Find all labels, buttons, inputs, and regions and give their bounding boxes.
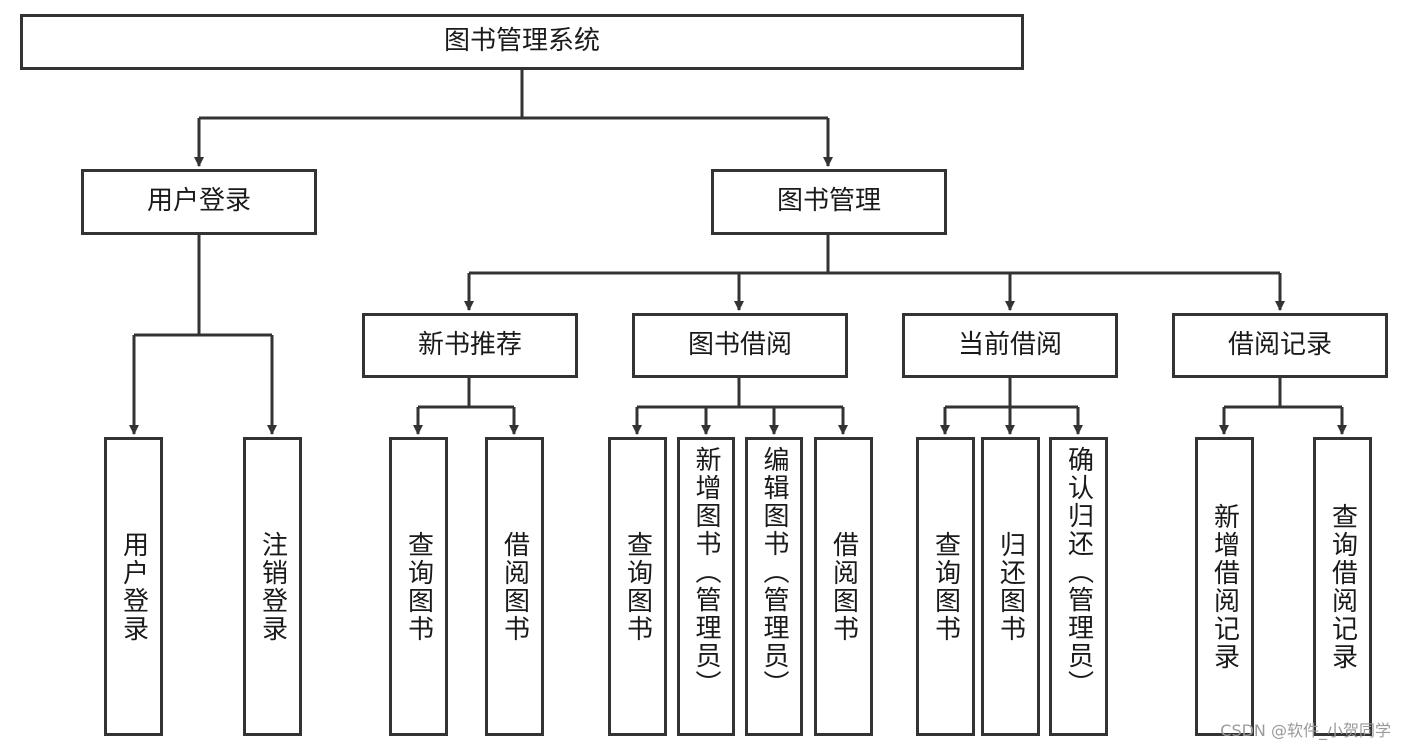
leaf-bb-query-book: 查询图书 xyxy=(608,437,667,736)
leaf-cb-query-book: 查询图书 xyxy=(916,437,975,736)
leaf-cb-return-book-label: 归还图书 xyxy=(995,530,1026,643)
node-book-borrow: 图书借阅 xyxy=(632,313,848,378)
leaf-cb-query-book-label: 查询图书 xyxy=(930,530,961,643)
leaf-user-login-label: 用户登录 xyxy=(118,530,149,643)
node-borrow-record-label: 借阅记录 xyxy=(1227,329,1332,360)
leaf-cb-confirm-return-label: 确认归还（管理员） xyxy=(1063,446,1094,698)
connector-book-borrow xyxy=(637,377,843,409)
connector-current-borrow xyxy=(945,377,1078,409)
leaf-nr-query-book-label: 查询图书 xyxy=(403,530,434,643)
node-current-borrow: 当前借阅 xyxy=(902,313,1118,378)
leaf-bb-query-book-label: 查询图书 xyxy=(622,530,653,643)
root-label: 图书管理系统 xyxy=(443,26,600,57)
leaf-logout-label: 注销登录 xyxy=(257,530,288,643)
node-book-management-label: 图书管理 xyxy=(776,186,881,217)
node-book-borrow-label: 图书借阅 xyxy=(687,329,792,360)
node-new-book-recommend-label: 新书推荐 xyxy=(417,329,522,360)
root-node: 图书管理系统 xyxy=(20,14,1024,70)
leaf-bb-edit-book: 编辑图书（管理员） xyxy=(745,437,803,736)
leaf-nr-borrow-book: 借阅图书 xyxy=(485,437,544,736)
node-user-login-label: 用户登录 xyxy=(146,186,251,217)
leaf-bb-add-book: 新增图书（管理员） xyxy=(677,437,735,736)
connector-root-trunk xyxy=(199,69,828,120)
connector-book-mgmt-trunk xyxy=(469,234,1280,275)
leaf-bb-add-book-label: 新增图书（管理员） xyxy=(691,446,721,698)
leaf-br-query-record-label: 查询借阅记录 xyxy=(1327,502,1358,671)
node-user-login: 用户登录 xyxy=(81,169,317,235)
node-borrow-record: 借阅记录 xyxy=(1172,313,1388,378)
connector-borrow-record xyxy=(1224,377,1342,409)
leaf-bb-borrow-book: 借阅图书 xyxy=(814,437,873,736)
leaf-bb-borrow-book-label: 借阅图书 xyxy=(828,530,859,643)
node-book-management: 图书管理 xyxy=(711,169,947,235)
watermark-text: CSDN @软件_小贺同学 xyxy=(1220,721,1391,740)
leaf-user-login: 用户登录 xyxy=(104,437,163,736)
connector-new-recommend xyxy=(418,377,514,409)
leaf-logout: 注销登录 xyxy=(243,437,302,736)
leaf-bb-edit-book-label: 编辑图书（管理员） xyxy=(759,446,789,698)
leaf-nr-borrow-book-label: 借阅图书 xyxy=(499,530,530,643)
leaf-cb-confirm-return: 确认归还（管理员） xyxy=(1049,437,1108,736)
leaf-br-add-record-label: 新增借阅记录 xyxy=(1209,502,1240,671)
leaf-br-add-record: 新增借阅记录 xyxy=(1195,437,1254,736)
leaf-cb-return-book: 归还图书 xyxy=(981,437,1040,736)
node-current-borrow-label: 当前借阅 xyxy=(957,329,1062,360)
leaf-nr-query-book: 查询图书 xyxy=(389,437,448,736)
node-new-book-recommend: 新书推荐 xyxy=(362,313,578,378)
leaf-br-query-record: 查询借阅记录 xyxy=(1313,437,1372,736)
connector-user-login-trunk xyxy=(134,234,272,337)
